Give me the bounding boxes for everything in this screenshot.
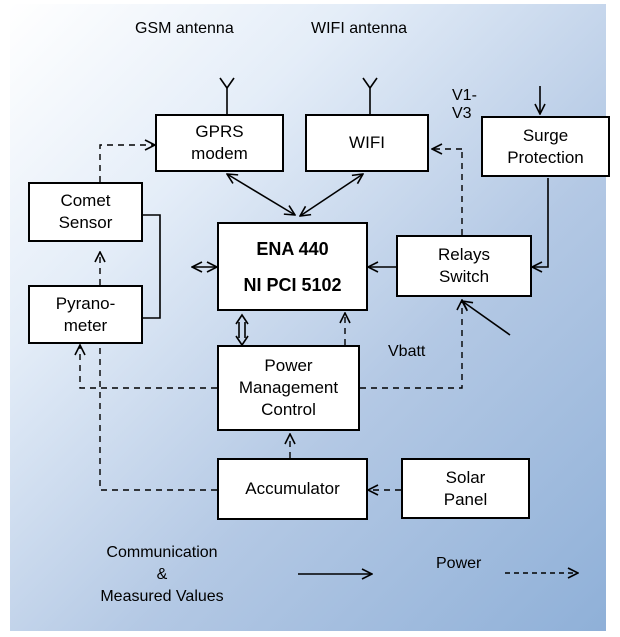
gsm-antenna-label: GSM antenna [135, 20, 234, 37]
power-management-line2: Management [238, 378, 339, 397]
legend-power-label: Power [436, 555, 482, 572]
power-management-line3: Control [261, 400, 316, 419]
wifi-line1: WIFI [349, 133, 385, 152]
relays-switch-line1: Relays [438, 245, 490, 264]
gprs-modem-block: GPRS modem [155, 114, 284, 172]
vbatt-input-arrow [462, 301, 511, 336]
wifi-block: WIFI [305, 114, 429, 172]
power-comet-gprs [99, 145, 155, 182]
legend-communication-line3: Measured Values [100, 588, 224, 605]
wifi-antenna-icon [362, 77, 378, 116]
surge-protection-block: Surge Protection [481, 116, 610, 177]
power-accumulator-pyranometer [99, 345, 217, 491]
v1-v3-label-line2: V3 [452, 105, 472, 122]
power-pm-pyranometer [80, 345, 217, 389]
legend-communication-line1: Communication [106, 544, 218, 561]
v1-v3-label-line1: V1- [452, 87, 477, 104]
surge-protection-line2: Protection [507, 147, 584, 167]
comet-sensor-line1: Comet [60, 191, 111, 210]
comet-sensor-line2: Sensor [58, 213, 113, 232]
relays-switch-block: Relays Switch [396, 235, 532, 297]
pyranometer-line2: meter [63, 315, 108, 335]
bracket-sensors [143, 214, 161, 319]
power-management-block: Power Management Control [217, 345, 360, 431]
solar-panel-line2: Panel [443, 489, 488, 509]
solar-panel-block: Solar Panel [401, 458, 530, 519]
link-ena-wifi [300, 174, 363, 216]
ena-line2: NI PCI 5102 [243, 274, 342, 295]
power-management-line1: Power [264, 356, 313, 375]
gprs-modem-line2: modem [191, 144, 248, 163]
pyranometer-block: Pyrano- meter [28, 285, 143, 344]
comet-sensor-block: Comet Sensor [28, 182, 143, 242]
accumulator-line1: Accumulator [245, 479, 340, 498]
gsm-antenna-icon [219, 77, 235, 116]
vbatt-label: Vbatt [388, 343, 426, 360]
pyranometer-line1: Pyrano- [55, 293, 116, 313]
surge-protection-line1: Surge [522, 125, 569, 145]
ena-line1: ENA 440 [256, 238, 329, 259]
solar-panel-line1: Solar [445, 467, 486, 487]
v1-v3-label: V1- V3 [452, 87, 477, 123]
link-ena-gprs [227, 174, 295, 215]
gprs-modem-line1: GPRS [195, 122, 244, 141]
accumulator-block: Accumulator [217, 458, 368, 520]
relays-switch-line2: Switch [438, 267, 490, 286]
legend-communication-line2: & [156, 566, 168, 583]
ena-440-block: ENA 440 NI PCI 5102 [217, 222, 368, 311]
link-ena-power-double [235, 313, 249, 347]
power-pm-relays [360, 300, 462, 389]
wifi-antenna-label: WIFI antenna [311, 20, 408, 37]
legend-communication-label: Communication & Measured Values [100, 542, 223, 608]
link-surge-relays [532, 178, 549, 267]
